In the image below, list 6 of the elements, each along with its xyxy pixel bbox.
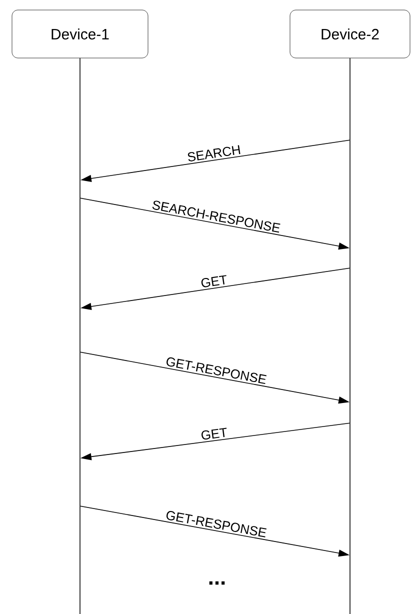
participant-box: Device-2 <box>290 10 410 58</box>
edge-label: GET <box>201 275 226 288</box>
edge-label: GET <box>202 428 227 440</box>
ellipsis: ... <box>209 581 225 585</box>
participant-box: Device-1 <box>12 10 148 58</box>
edge-label: SEARCH <box>188 145 240 162</box>
